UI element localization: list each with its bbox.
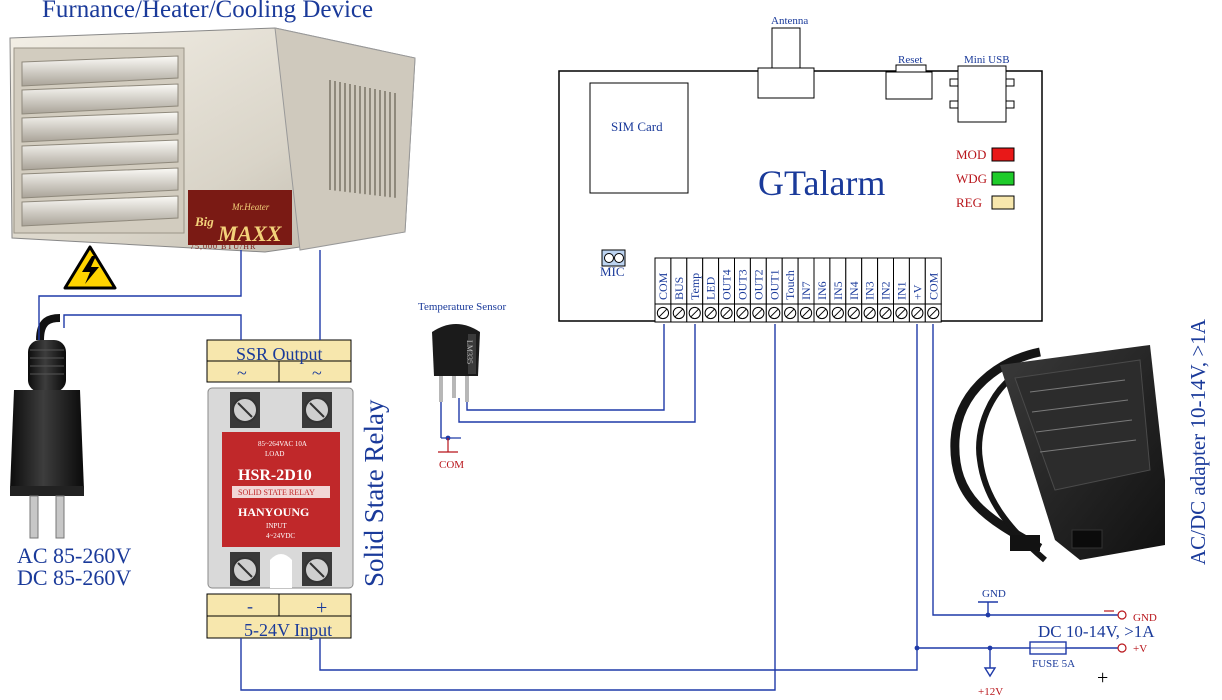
mic-label: MIC (600, 264, 625, 279)
plus-12v-label: +12V (978, 686, 1003, 698)
terminal-label: +V (910, 284, 924, 300)
ssr-input-plus: + (316, 597, 327, 619)
heater-image: Mr.Heater Big MAXX 75,000 BTU/HR (9, 27, 416, 253)
terminal-label: OUT1 (767, 269, 781, 300)
terminal-label: OUT3 (735, 269, 749, 300)
wire-plug-to-ssr-left (63, 314, 242, 340)
warning-icon (63, 245, 117, 290)
heater-btu: 75,000 BTU/HR (190, 242, 256, 251)
relay-image: 85~264VAC 10A LOAD HSR-2D10 SOLID STATE … (207, 387, 354, 589)
temp-sensor-label: Temperature Sensor (418, 301, 506, 313)
terminal-label: IN5 (831, 281, 845, 300)
ssr-input-minus: - (247, 596, 253, 616)
relay-subtitle: SOLID STATE RELAY (238, 488, 315, 497)
ssr-output-terminal-right: ~ (312, 363, 322, 383)
led-mod (991, 147, 1015, 162)
adapter-image (950, 345, 1165, 563)
wire-sensor-temp (458, 324, 696, 423)
ssr-output-label: SSR Output (236, 344, 323, 364)
junction-dots (445, 435, 993, 651)
ssr-output-box: SSR Output ~ ~ (206, 339, 352, 383)
antenna-connector (757, 27, 815, 99)
wires (38, 250, 1118, 691)
terminal-label: LED (704, 276, 718, 300)
heater-brand-top: Mr.Heater (231, 202, 270, 212)
adapter-title: AC/DC adapter 10-14V, >1A (1186, 318, 1210, 565)
relay-maker: HANYOUNG (238, 505, 309, 519)
terminal-label: COM (656, 272, 670, 300)
led-label-wdg: WDG (956, 171, 987, 186)
terminal-label: IN2 (879, 281, 893, 300)
antenna-label: Antenna (771, 15, 808, 27)
fuse-symbol (1029, 641, 1067, 655)
led-label-mod: MOD (956, 147, 986, 162)
wire-ssr-minus-to-out1 (240, 324, 776, 691)
device-title: Furnance/Heater/Cooling Device (42, 0, 373, 23)
terminal-label: COM (926, 272, 940, 300)
sensor-marking: LM335 (465, 340, 474, 364)
wire-heater-to-plug (38, 250, 242, 340)
heater-brand-maxx: MAXX (217, 221, 283, 246)
ssr-input-label: 5-24V Input (244, 620, 332, 640)
sim-card-label: SIM Card (611, 119, 663, 134)
wire-12v-arrow (983, 667, 997, 678)
ac-voltage-label: AC 85-260V (17, 543, 131, 568)
wire-ssr-plus-to-v (319, 324, 918, 671)
terminal-label: IN7 (799, 281, 813, 300)
sensor-com-label: COM (439, 459, 464, 471)
terminal-label: IN3 (863, 281, 877, 300)
relay-load: LOAD (265, 450, 284, 458)
heater-brand-big: Big (194, 214, 214, 229)
reset-label: Reset (898, 54, 922, 66)
gnd-right-label: GND (1133, 612, 1157, 624)
mic-icon (601, 249, 626, 267)
terminal-label: OUT2 (751, 269, 765, 300)
mini-usb-label: Mini USB (964, 54, 1010, 66)
led-wdg (991, 171, 1015, 186)
led-reg (991, 195, 1015, 210)
gnd-top-label: GND (982, 588, 1006, 600)
dc-voltage-label: DC 85-260V (17, 565, 131, 590)
mini-usb-connector (949, 65, 1015, 123)
reset-button (885, 64, 933, 100)
ssr-title: Solid State Relay (359, 399, 389, 587)
terminal-label: BUS (672, 277, 686, 300)
led-label-reg: REG (956, 195, 982, 210)
ssr-input-box: - + 5-24V Input (206, 593, 352, 640)
temp-sensor-image: LM335 (432, 324, 480, 402)
plus-sign-label: + (1097, 667, 1108, 689)
output-terminals (1104, 610, 1127, 653)
terminal-label: IN6 (815, 281, 829, 300)
board-name: GTalarm (758, 163, 885, 203)
terminal-label: IN1 (894, 281, 908, 300)
relay-input: INPUT (266, 522, 287, 530)
terminal-label: Temp (688, 273, 702, 300)
relay-rating-top: 85~264VAC 10A (258, 440, 307, 448)
ssr-output-terminal-left: ~ (237, 363, 247, 383)
fuse-label: FUSE 5A (1032, 658, 1075, 670)
terminal-label: Touch (783, 270, 797, 300)
terminal-label: IN4 (847, 281, 861, 300)
plus-v-label: +V (1133, 643, 1147, 655)
sensor-ground-symbol (438, 437, 461, 453)
relay-rating-bottom: 4~24VDC (266, 532, 295, 540)
relay-model: HSR-2D10 (238, 467, 312, 484)
wire-sensor-com (466, 324, 665, 411)
wire-com-to-gnd (932, 324, 1118, 616)
terminal-label: OUT4 (720, 269, 734, 300)
dc-spec-label: DC 10-14V, >1A (1038, 622, 1155, 641)
power-plug-image (10, 314, 84, 539)
